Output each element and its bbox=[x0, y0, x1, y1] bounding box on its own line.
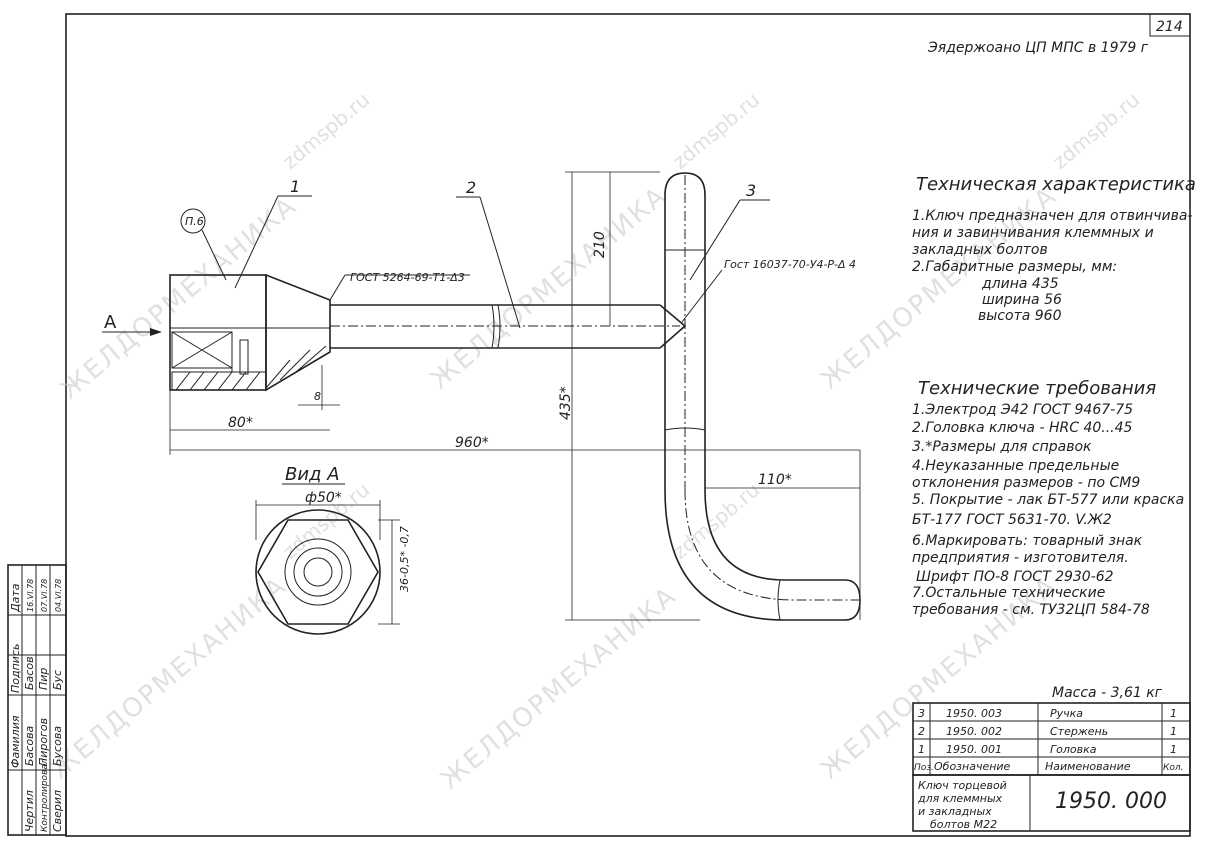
key-head bbox=[169, 273, 331, 392]
tech-req-line: 1.Электрод Э42 ГОСТ 9467-75 bbox=[912, 402, 1133, 418]
tech-req-line: БТ-177 ГОСТ 5631-70. V.Ж2 bbox=[912, 512, 1112, 528]
tech-char-line: ния и завинчивания клеммных и bbox=[912, 225, 1154, 241]
side-cell: Сверил bbox=[51, 790, 64, 832]
table-cell: 1 bbox=[1170, 707, 1177, 720]
view-title: Вид А bbox=[285, 464, 340, 485]
tech-req-line: предприятия - изготовителя. bbox=[912, 550, 1129, 566]
tech-req-line: 7.Остальные технические bbox=[912, 585, 1105, 601]
header-note: Эядержоано ЦП МПС в 1979 г bbox=[927, 40, 1149, 56]
tech-req-line: 6.Маркировать: товарный знак bbox=[912, 533, 1143, 549]
tech-char-line: закладных болтов bbox=[912, 242, 1048, 258]
table-cell: Стержень bbox=[1050, 725, 1108, 738]
tech-char-line: длина 435 bbox=[981, 276, 1059, 292]
title-name-line: Ключ торцевой bbox=[918, 779, 1007, 792]
dimension-lines: 210 435* 80* 960* 8 110* bbox=[169, 171, 861, 621]
side-cell: Басова bbox=[23, 725, 36, 766]
table-cell: 3 bbox=[918, 707, 925, 720]
table-header: Кол. bbox=[1163, 763, 1184, 773]
tech-char-line: высота 960 bbox=[978, 308, 1062, 324]
table-cell: 1 bbox=[918, 743, 925, 756]
table-cell: 1 bbox=[1170, 743, 1177, 756]
tech-char-line: 1.Ключ предназначен для отвинчива- bbox=[912, 208, 1192, 224]
dim-36: 36-0,5* -0,7 bbox=[398, 526, 411, 592]
table-cell: 1 bbox=[1170, 725, 1177, 738]
mass-label: Масса - 3,61 кг bbox=[1052, 685, 1163, 701]
watermark: ЖЕЛДОРМЕХАНИКА bbox=[425, 181, 673, 396]
dim-8: 8 bbox=[314, 390, 321, 403]
side-cell: Бусова bbox=[51, 726, 64, 766]
circle-tag: П.6 bbox=[185, 215, 204, 228]
side-cell: 04.VI.78 bbox=[54, 579, 63, 612]
tech-req-line: 5. Покрытие - лак БТ-577 или краска bbox=[912, 492, 1184, 508]
side-header: Подпись bbox=[9, 644, 22, 693]
tech-characteristics: Техническая характеристика 1.Ключ предна… bbox=[912, 174, 1196, 324]
dim-960: 960* bbox=[455, 435, 489, 451]
side-header: Фамилия bbox=[9, 715, 22, 768]
side-cell: Бус bbox=[51, 670, 64, 690]
table-header: Обозначение bbox=[934, 760, 1011, 773]
view-marker: А bbox=[104, 312, 117, 333]
watermark: zdmspb.ru bbox=[668, 87, 764, 173]
table-cell: 1950. 001 bbox=[946, 743, 1002, 756]
table-cell: 1950. 003 bbox=[946, 707, 1002, 720]
tech-req-line: 2.Головка ключа - HRC 40...45 bbox=[912, 420, 1133, 436]
tech-req-line: 4.Неуказанные предельные bbox=[912, 458, 1119, 474]
watermark: ЖЕЛДОРМЕХАНИКА bbox=[45, 571, 293, 786]
side-cell: 07.VI.78 bbox=[40, 579, 49, 612]
dim-dia50: ф50* bbox=[305, 490, 342, 506]
view-a: Вид А ф50* 36-0,5* -0,7 bbox=[255, 464, 411, 635]
dim-210: 210 bbox=[592, 231, 608, 258]
table-header: Наименование bbox=[1045, 760, 1131, 773]
callout-2: 2 bbox=[466, 178, 476, 197]
tech-char-line: ширина 56 bbox=[982, 292, 1062, 308]
callout-3: 3 bbox=[746, 181, 756, 200]
parts-table: 3 1950. 003 Ручка 1 2 1950. 002 Стержень… bbox=[912, 702, 1191, 776]
title-name-line: и закладных bbox=[918, 805, 992, 818]
tech-req-line: требования - см. ТУ32ЦП 584-78 bbox=[912, 602, 1150, 618]
table-cell: 2 bbox=[918, 725, 925, 738]
table-cell: Головка bbox=[1050, 743, 1097, 756]
watermark: ЖЕЛДОРМЕХАНИКА bbox=[435, 581, 683, 796]
title-name-line: болтов М22 bbox=[930, 818, 997, 831]
table-header: Поз. bbox=[914, 763, 934, 773]
tech-req-line: 3.*Размеры для справок bbox=[912, 439, 1092, 455]
key-handle bbox=[664, 172, 861, 621]
drawing-number: 1950. 000 bbox=[1055, 789, 1167, 814]
dim-110: 110* bbox=[758, 472, 792, 488]
tech-req-title: Технические требования bbox=[918, 378, 1156, 399]
tech-char-title: Техническая характеристика bbox=[916, 174, 1196, 195]
callout-1: 1 bbox=[290, 177, 300, 196]
weld-note-2: Гост 16037-70-У4-Р-Δ 4 bbox=[724, 258, 856, 271]
weld-note: ГОСТ 5264-69-Т1-Δ3 bbox=[350, 271, 465, 284]
circle-tag-ring bbox=[180, 208, 206, 234]
side-block: Фамилия Подпись Дата Чертил Басова Басов… bbox=[7, 564, 67, 836]
callouts: 1 2 3 П.6 ГОСТ 5264-69-Т1-Δ3 Гост 16037-… bbox=[102, 177, 856, 336]
side-cell: Пир bbox=[37, 668, 50, 690]
side-cell: Контролировал bbox=[40, 758, 50, 832]
watermark: zdmspb.ru bbox=[668, 477, 764, 563]
dim-80: 80* bbox=[228, 415, 253, 431]
table-cell: 1950. 002 bbox=[946, 725, 1002, 738]
side-header: Дата bbox=[9, 583, 22, 613]
side-cell: Чертил bbox=[23, 790, 36, 832]
tech-char-line: 2.Габаритные размеры, мм: bbox=[912, 259, 1117, 275]
title-name-line: для клеммных bbox=[917, 792, 1003, 805]
corner-stamp-box bbox=[1149, 13, 1191, 37]
sheet-border bbox=[65, 13, 1191, 837]
side-cell: Басов bbox=[23, 656, 36, 690]
tech-requirements: Технические требования 1.Электрод Э42 ГО… bbox=[912, 378, 1184, 618]
dim-435: 435* bbox=[558, 386, 574, 420]
watermark: zdmspb.ru bbox=[1048, 87, 1144, 173]
title-block: Ключ торцевой для клеммных и закладных б… bbox=[912, 774, 1191, 832]
watermark: zdmspb.ru bbox=[278, 87, 374, 173]
side-cell: Пирогов bbox=[37, 718, 50, 766]
tech-req-line: Шрифт ПО-8 ГОСТ 2930-62 bbox=[916, 569, 1114, 585]
side-cell: 16.VI.78 bbox=[26, 579, 35, 612]
table-cell: Ручка bbox=[1050, 707, 1083, 720]
tech-req-line: отклонения размеров - по СМ9 bbox=[912, 475, 1140, 491]
corner-stamp: 214 bbox=[1156, 19, 1183, 35]
